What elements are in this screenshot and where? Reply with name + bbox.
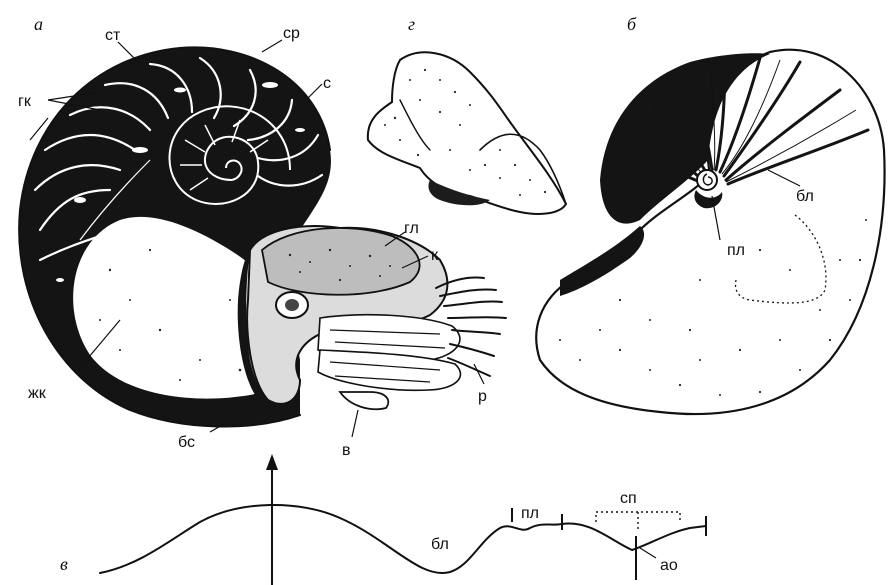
panel-label-b: б [627,14,637,34]
label-v-pl: пл [521,505,539,522]
panel-a-animal [238,226,506,409]
label-v-ao: ао [660,557,678,574]
label-v-sp: сп [620,490,637,507]
panel-b-shell-exterior: б [536,14,884,414]
panel-v-profile: в бл пл сп ао [60,454,706,585]
panel-label-g: г [408,14,415,34]
panel-g-beak: г [368,14,566,214]
label-k: к [431,247,439,264]
label-v-funnel: в [342,442,351,459]
label-r: р [478,388,487,405]
label-sr: ср [283,25,300,42]
label-b-pl: пл [727,242,745,259]
label-bs: бс [178,434,195,451]
label-gk: гк [18,93,32,110]
panel-label-a: а [34,14,43,34]
label-b-bl: бл [796,188,814,205]
label-zhk: жк [28,385,47,402]
label-s: с [323,75,331,92]
label-gl: гл [404,220,419,237]
label-st: ст [105,27,121,44]
panel-label-v: в [60,554,68,574]
label-v-bl: бл [431,536,449,553]
